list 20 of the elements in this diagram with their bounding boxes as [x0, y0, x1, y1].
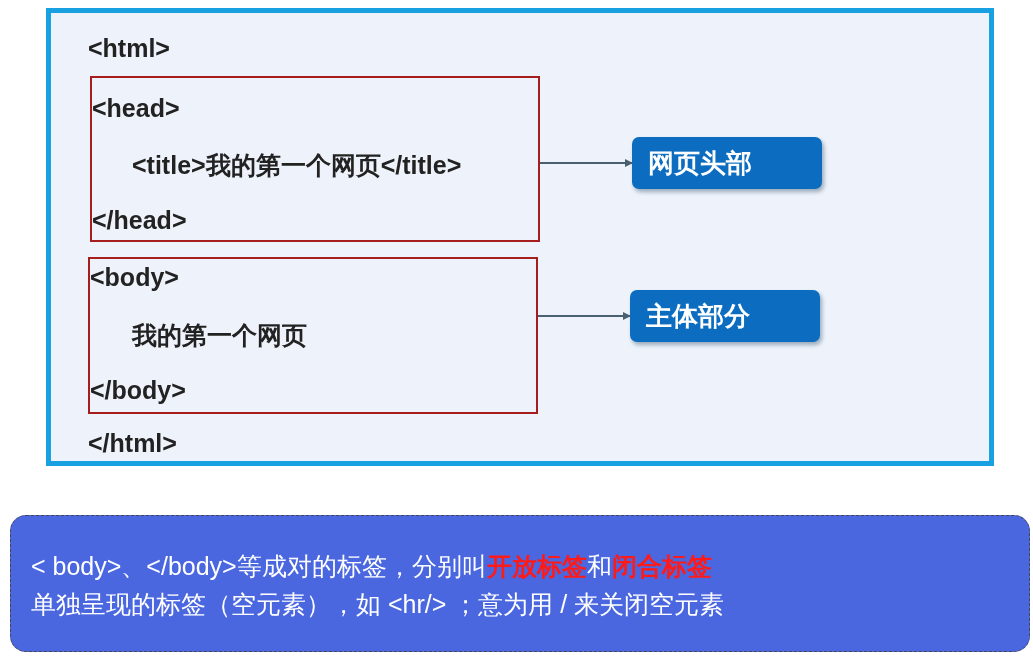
- code-line: <title>我的第一个网页</title>: [132, 150, 462, 180]
- body-section-box: [88, 257, 538, 414]
- code-line: </html>: [88, 428, 177, 458]
- label-box: [632, 137, 822, 189]
- code-line: <head>: [92, 93, 180, 123]
- note-text: 单独呈现的标签（空元素），如 <hr/> ；意为用 / 来关闭空元素: [31, 589, 725, 619]
- label-box: [630, 290, 820, 342]
- note-text: < body>、</body>等成对的标签，分别叫开放标签和闭合标签: [31, 551, 712, 581]
- code-line: 我的第一个网页: [132, 320, 307, 350]
- code-line: <body>: [90, 262, 179, 292]
- arrow: [537, 312, 631, 320]
- code-line: </body>: [90, 375, 186, 405]
- label-text: 网页头部: [648, 148, 752, 178]
- arrow: [539, 159, 633, 167]
- code-panel: [46, 8, 994, 466]
- code-line: <html>: [88, 33, 170, 63]
- code-line: </head>: [92, 205, 187, 235]
- head-section-box: [90, 76, 540, 242]
- label-text: 主体部分: [646, 301, 750, 331]
- note-box: [10, 515, 1030, 652]
